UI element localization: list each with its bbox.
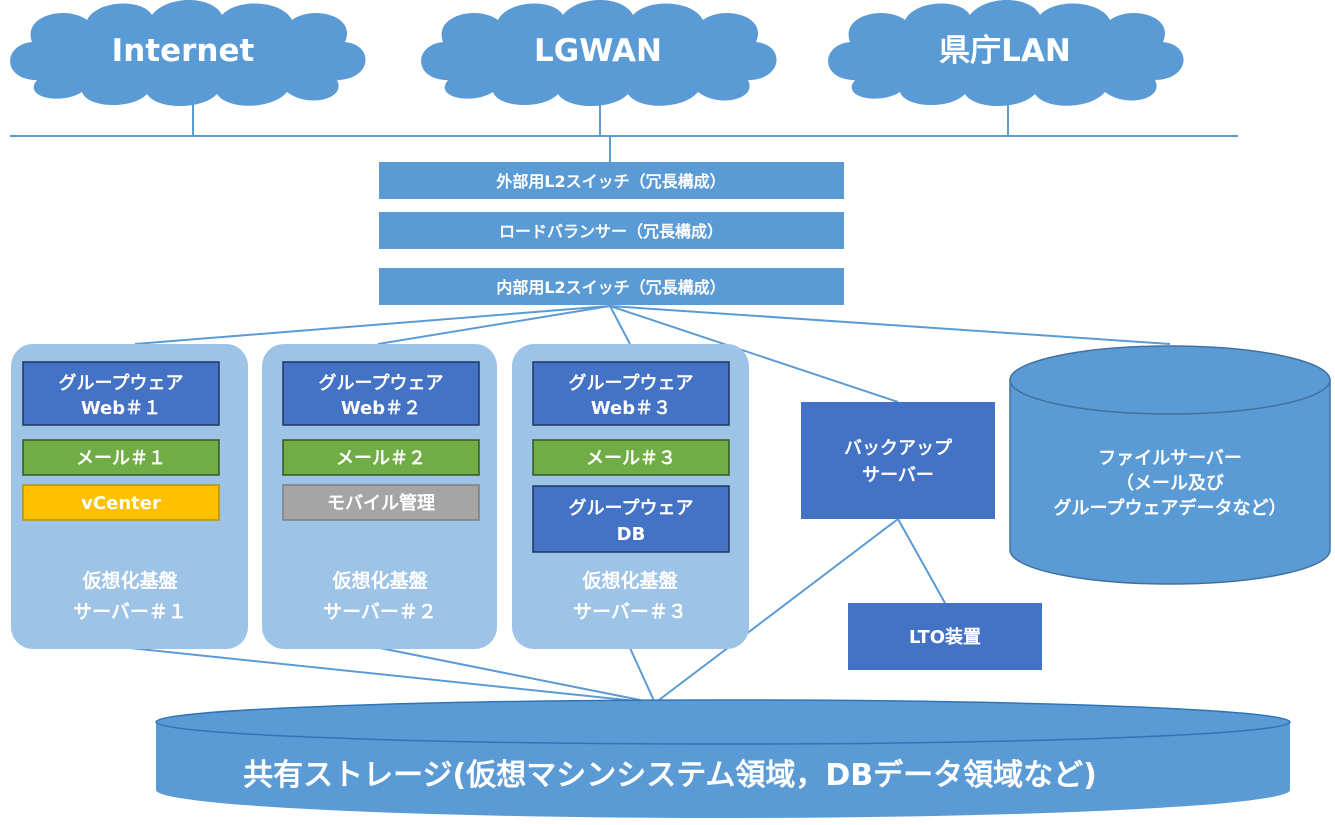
svg-text:ファイルサーバー: ファイルサーバー [1098, 448, 1242, 469]
host-label-line1: 仮想化基盤 [581, 569, 678, 592]
storage-links [129, 518, 946, 704]
svg-text:グループウェアデータなど）: グループウェアデータなど） [1054, 497, 1287, 519]
svg-text:メール＃１: メール＃１ [76, 448, 166, 469]
svg-text:Web＃３: Web＃３ [591, 398, 671, 419]
host-label-line2: サーバー＃２ [323, 601, 437, 623]
vm-groupware-web-3 [532, 361, 730, 426]
file-server: ファイルサーバー （メール及び グループウェアデータなど） [1009, 345, 1331, 585]
svg-text:内部用L2スイッチ（冗長構成）: 内部用L2スイッチ（冗長構成） [496, 278, 725, 297]
host-label-line2: サーバー＃１ [73, 601, 187, 623]
svg-text:DB: DB [617, 524, 646, 545]
svg-text:メール＃３: メール＃３ [586, 448, 676, 469]
svg-text:共有ストレージ(仮想マシンシステム領域，DBデータ領域など): 共有ストレージ(仮想マシンシステム領域，DBデータ領域など) [243, 758, 1097, 793]
vm-vcenter [22, 484, 220, 521]
virtualization-server-3: グループウェア Web＃３ メール＃３ グループウェア DB 仮想化基盤 サーバ… [512, 344, 749, 649]
svg-text:モバイル管理: モバイル管理 [327, 492, 435, 514]
svg-text:Web＃１: Web＃１ [81, 398, 161, 419]
vm-mail-1 [22, 439, 220, 476]
backup-server: バックアップ サーバー [801, 402, 995, 519]
virtualization-server-1: グループウェア Web＃１ メール＃１ vCenter 仮想化基盤 サーバー＃１ [11, 344, 248, 649]
host-label-line2: サーバー＃３ [573, 601, 687, 623]
vm-mobile-management [282, 484, 480, 521]
svg-text:Web＃２: Web＃２ [341, 398, 421, 419]
svg-text:外部用L2スイッチ（冗長構成）: 外部用L2スイッチ（冗長構成） [495, 172, 725, 191]
svg-text:vCenter: vCenter [81, 493, 161, 514]
host-label-line1: 仮想化基盤 [331, 569, 428, 592]
vm-mail-2 [282, 439, 480, 476]
svg-text:バックアップ: バックアップ [844, 437, 953, 459]
svg-text:（メール及び: （メール及び [1116, 473, 1225, 494]
svg-text:グループウェア: グループウェア [569, 497, 694, 519]
cloud-lgwan: LGWAN [421, 0, 777, 106]
svg-text:グループウェア: グループウェア [569, 372, 694, 394]
cloud-label: LGWAN [534, 33, 662, 69]
cloud-pref-lan: 県庁LAN [828, 0, 1184, 106]
cloud-internet: Internet [10, 0, 366, 106]
switch-links [134, 305, 1171, 403]
vm-mail-3 [532, 439, 730, 476]
svg-text:メール＃２: メール＃２ [336, 448, 426, 469]
virtualization-server-2: グループウェア Web＃２ メール＃２ モバイル管理 仮想化基盤 サーバー＃２ [262, 344, 497, 649]
svg-text:グループウェア: グループウェア [59, 372, 184, 394]
svg-text:サーバー: サーバー [862, 465, 934, 486]
svg-text:ロードバランサー（冗長構成）: ロードバランサー（冗長構成） [499, 222, 723, 241]
vm-groupware-db [532, 485, 730, 553]
cloud-label: 県庁LAN [939, 33, 1071, 69]
backbone [10, 100, 1238, 162]
vm-groupware-web-2 [282, 361, 480, 426]
cloud-label: Internet [112, 33, 255, 69]
load-balancer: ロードバランサー（冗長構成） [379, 212, 844, 249]
host-label-line1: 仮想化基盤 [81, 569, 178, 592]
shared-storage: 共有ストレージ(仮想マシンシステム領域，DBデータ領域など) [155, 699, 1291, 818]
external-l2-switch: 外部用L2スイッチ（冗長構成） [379, 162, 844, 199]
internal-l2-switch: 内部用L2スイッチ（冗長構成） [379, 268, 844, 305]
svg-text:グループウェア: グループウェア [319, 372, 444, 394]
svg-text:LTO装置: LTO装置 [909, 626, 981, 648]
lto-device: LTO装置 [848, 603, 1042, 670]
vm-groupware-web-1 [22, 361, 220, 426]
